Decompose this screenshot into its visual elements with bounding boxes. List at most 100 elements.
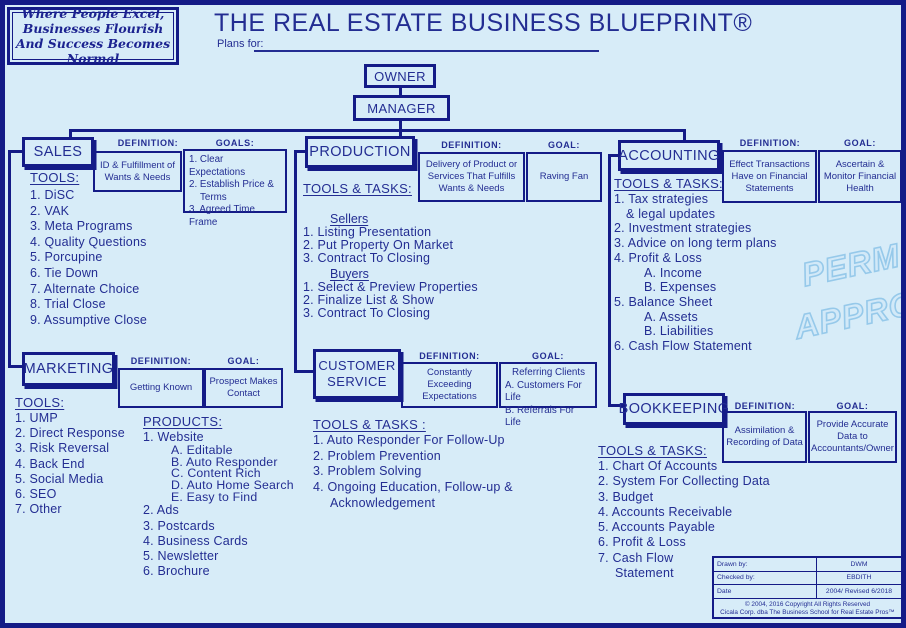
list-item: 4. Accounts Receivable [598,504,733,519]
list-item: 2. Establish Price & [189,179,274,191]
connector-horizontal-main [69,129,686,132]
production-goal-label: GOAL: [548,140,580,150]
connector-accounting-bookkeeping [608,154,611,407]
production-tools-header: TOOLS & TASKS: [303,181,412,196]
section-box-customer-service: CUSTOMER SERVICE [313,349,401,399]
connector-manager-trunk [399,121,402,131]
list-item: B. Expenses [644,280,717,295]
list-item: B. Liabilities [644,324,714,339]
list-item: 6. Cash Flow Statement [614,339,752,354]
plans-for-blank-line [254,50,599,52]
connector-drop-production [399,131,402,138]
list-item: 1. Auto Responder For Follow-Up [313,433,505,447]
list-item: 4. Business Cards [143,533,248,548]
list-item: 1. Select & Preview Properties [303,280,478,294]
list-item: A. Editable [171,443,233,458]
connector-cs-west [294,370,315,373]
manager-box: MANAGER [353,95,450,121]
list-item: 3. Advice on long term plans [614,236,777,251]
list-item: 3. Postcards [143,518,215,533]
list-item: 2. Ads [143,503,179,518]
connector-owner-manager [399,88,402,95]
production-sellers-header: Sellers [330,212,369,226]
sales-tools-header: TOOLS: [30,170,80,185]
bookkeeping-definition-label: DEFINITION: [734,401,796,411]
bookkeeping-definition-box: Assimilation & Recording of Data [722,411,807,463]
copyright-line-1: © 2004, 2016 Copyright All Rights Reserv… [744,600,871,608]
title-block: Drawn by: DWM Checked by: EBDITH Date 20… [712,556,903,619]
list-item: 2. Put Property On Market [303,238,454,252]
motto-text: Where People Excel, Businesses Flourish … [12,6,174,66]
cs-tools-header: TOOLS & TASKS : [313,417,426,432]
bookkeeping-tools-header: TOOLS & TASKS: [598,443,707,458]
list-item: 7. Cash Flow [598,550,674,565]
list-item: 3. Contract To Closing [303,306,431,320]
list-item: 2. VAK [30,203,70,218]
page-title: THE REAL ESTATE BUSINESS BLUEPRINT® [214,9,753,37]
copyright-line-2: Cicala Corp. dba The Business School for… [720,609,895,617]
list-item: 4. Quality Questions [30,234,147,249]
list-item: 3. Meta Programs [30,219,133,234]
list-item: A. Assets [644,309,698,324]
list-item: 2. Direct Response [15,426,125,441]
list-item: 6. Profit & Loss [598,535,686,550]
owner-box: OWNER [364,64,436,88]
title-block-label: Drawn by: [714,558,817,571]
list-item: 3. Contract To Closing [303,251,431,265]
title-block-row: Checked by: EBDITH [714,571,901,585]
list-item: 5. Social Media [15,471,104,486]
connector-production-cs [294,150,297,373]
production-definition-label: DEFINITION: [441,140,502,150]
accounting-goal-label: GOAL: [844,138,876,148]
list-item: A. Customers For Life [505,379,582,404]
connector-drop-accounting [683,131,686,141]
title-block-label: Date [714,585,817,598]
list-item: & legal updates [626,206,716,221]
accounting-goal-box: Ascertain & Monitor Financial Health [818,150,902,203]
list-item: 6. Brochure [143,564,210,579]
section-box-production: PRODUCTION [305,136,415,168]
list-item: 3. Budget [598,489,654,504]
marketing-products-header: PRODUCTS: [143,414,223,429]
title-block-value: 2004/ Revised 6/2018 [825,587,893,595]
list-item: 6. SEO [15,487,57,502]
bookkeeping-goal-box: Provide Accurate Data to Accountants/Own… [808,411,897,463]
list-item: 7. Other [15,502,62,517]
list-item: 5. Porcupine [30,250,103,265]
section-box-sales: SALES [22,137,94,167]
list-item: C. Content Rich [171,466,261,481]
marketing-goal-box: Prospect Makes Contact [204,368,283,408]
list-item: 1. UMP [15,411,58,425]
cs-definition-box: Constantly Exceeding Expectations [401,362,498,408]
section-box-accounting: ACCOUNTING [618,140,720,171]
list-item: 2. System For Collecting Data [598,474,770,489]
title-block-label: Checked by: [714,571,817,584]
list-item: 5. Newsletter [143,549,219,564]
list-item: Referring Clients [512,367,585,378]
list-item: 1. Website [143,430,204,444]
list-item: 9. Assumptive Close [30,312,148,327]
copyright-notice: © 2004, 2016 Copyright All Rights Reserv… [714,599,901,618]
title-block-row: Date 2004/ Revised 6/2018 [714,585,901,599]
connector-bookkeeping-west [608,404,625,407]
list-item: 2. Investment strategies [614,221,752,236]
list-item: 4. Ongoing Education, Follow-up & [313,480,513,495]
accounting-definition-label: DEFINITION: [739,138,801,148]
watermark-permit: PERMIT [798,229,906,294]
list-item: 4. Profit & Loss [614,250,702,265]
list-item: B. Auto Responder [171,454,278,469]
connector-production-west [294,150,307,153]
connector-accounting-west [608,154,620,157]
accounting-definition-box: Effect Transactions Have on Financial St… [722,150,817,203]
list-item: 5. Accounts Payable [598,520,716,535]
marketing-goal-label: GOAL: [227,356,260,366]
list-item: 7. Alternate Choice [30,281,140,296]
list-item: Acknowledgement [330,495,436,510]
sales-definition-label: DEFINITION: [117,138,179,148]
list-item: 8. Trial Close [30,297,106,312]
